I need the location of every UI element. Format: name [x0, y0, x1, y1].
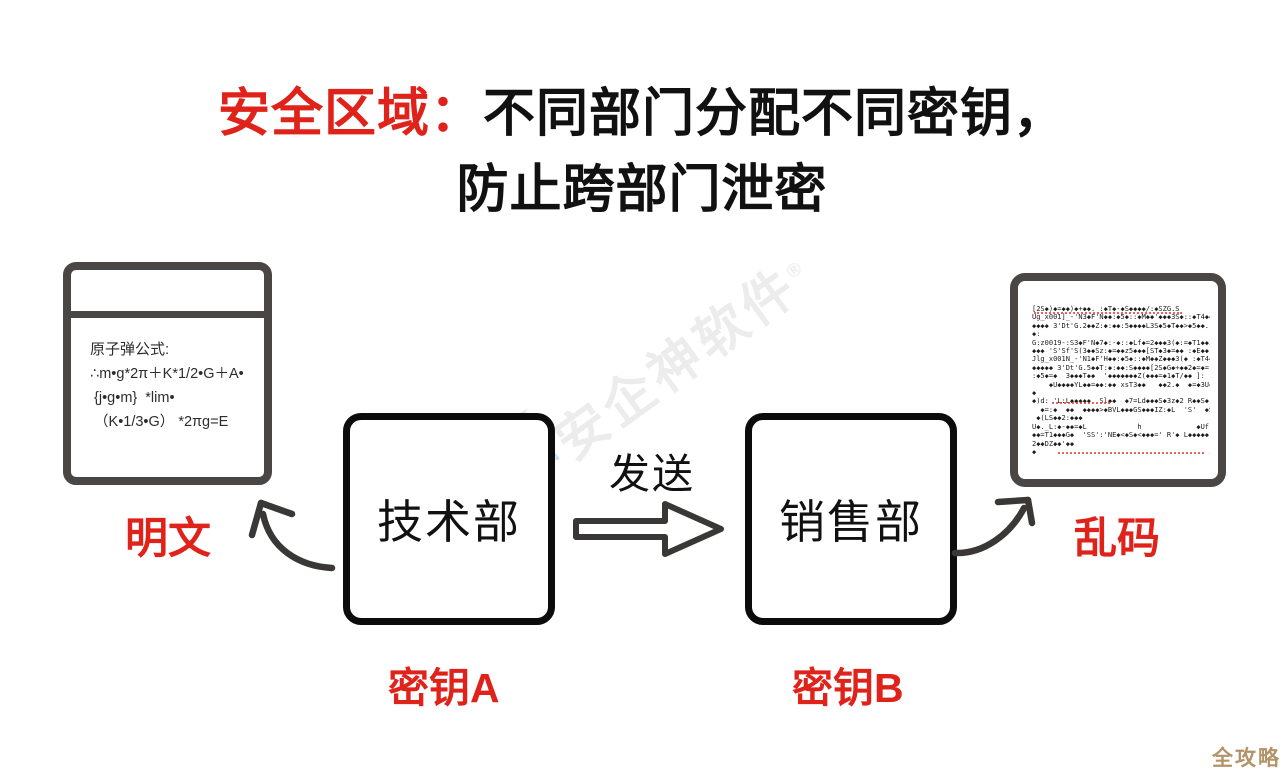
corner-watermark: 全攻略: [1212, 747, 1281, 770]
registered-mark: ®: [782, 258, 807, 284]
receiver-department-label: 销售部: [779, 496, 923, 548]
garbled-text: [2S◆)◆=◆◆)◆+◆◆. :◆T◆-◆S◆◆◆◆/:◆SZG.S Ug_x…: [1032, 305, 1210, 456]
sender-department-label: 技术部: [377, 496, 521, 548]
plaintext-document-body: 原子弹公式: ∴m•g*2π＋K*1/2•G＋A• {j•g•m} *lim• …: [71, 318, 264, 434]
spellcheck-squiggle: [1034, 312, 1182, 314]
send-arrow: [573, 501, 724, 557]
title-line-1-rest: 不同部门分配不同密钥，: [483, 85, 1067, 143]
formula-heading: 原子弹公式:: [90, 341, 170, 358]
garbled-label: 乱码: [1074, 515, 1160, 563]
garbled-document: [2S◆)◆=◆◆)◆+◆◆. :◆T◆-◆S◆◆◆◆/:◆SZG.S Ug_x…: [1010, 273, 1226, 487]
formula-text: ∴m•g*2π＋K*1/2•G＋A• {j•g•m} *lim• （K•1/3•…: [90, 366, 244, 430]
title-line-1: 安全区域：不同部门分配不同密钥，: [0, 76, 1284, 152]
title-line-2: 防止跨部门泄密: [456, 161, 828, 219]
plaintext-document: 原子弹公式: ∴m•g*2π＋K*1/2•G＋A• {j•g•m} *lim• …: [63, 262, 272, 485]
receiver-department-box: 销售部: [745, 413, 957, 625]
arrow-to-plaintext: [248, 499, 336, 572]
spellcheck-squiggle: [1058, 452, 1204, 454]
plaintext-document-header: [71, 270, 264, 318]
arrow-to-garbled: [951, 496, 1036, 557]
send-label: 发送: [609, 451, 695, 497]
plaintext-label: 明文: [125, 515, 211, 563]
title-highlight: 安全区域：: [217, 85, 483, 143]
key-a-label: 密钥A: [388, 665, 500, 711]
sender-department-box: 技术部: [343, 413, 555, 625]
diagram-title: 安全区域：不同部门分配不同密钥， 防止跨部门泄密: [0, 76, 1284, 228]
spellcheck-squiggle: [1052, 402, 1110, 404]
key-b-label: 密钥B: [792, 665, 904, 711]
